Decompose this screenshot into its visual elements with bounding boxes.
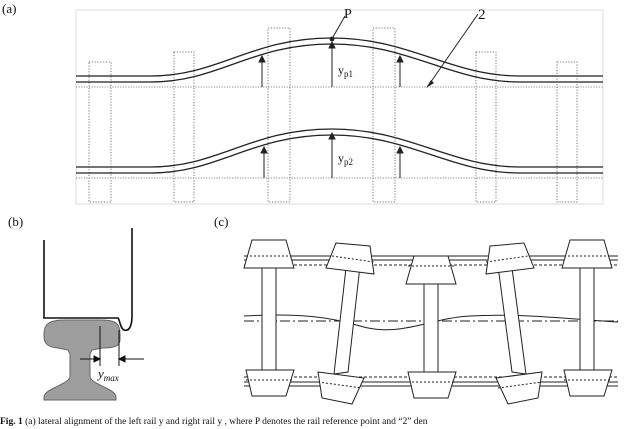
sleeper bbox=[267, 27, 291, 203]
panel-b-rail-profile: ymax bbox=[43, 228, 144, 401]
sleeper bbox=[88, 61, 112, 203]
ref-2-label: 2 bbox=[478, 7, 486, 23]
ref-2-pointer-line bbox=[427, 13, 479, 87]
rail-profile bbox=[43, 319, 121, 401]
wheelset bbox=[405, 255, 457, 399]
reference-point-marker bbox=[329, 36, 335, 42]
y-p2-label: yp2 bbox=[338, 151, 353, 167]
wheelset bbox=[485, 242, 543, 405]
panel-b-label: (b) bbox=[8, 214, 24, 229]
point-p-label: P bbox=[344, 7, 352, 22]
figure-caption: Fig. 1 (a) lateral alignment of the left… bbox=[0, 416, 640, 429]
wheelset bbox=[561, 239, 613, 397]
sleeper bbox=[372, 27, 396, 203]
caption-text: (a) lateral alignment of the left rail y… bbox=[25, 417, 428, 427]
displacement-arrows-bottom bbox=[260, 131, 404, 178]
ref-2-arrowhead bbox=[426, 80, 434, 88]
panel-a-label: (a) bbox=[2, 1, 17, 16]
p-pointer-line bbox=[332, 15, 346, 38]
ymax-dimension-arrows bbox=[80, 355, 144, 363]
panel-c-label: (c) bbox=[214, 214, 229, 229]
caption-figure-label: Fig. 1 bbox=[0, 417, 23, 427]
wheelset bbox=[317, 242, 375, 405]
panel-c-wheelset-diagram bbox=[243, 239, 619, 405]
sleepers-a bbox=[88, 27, 578, 203]
sleeper bbox=[475, 51, 497, 203]
panel-a-track-diagram: P 2 yp1 yp2 bbox=[75, 7, 604, 205]
wheel-flange-outline bbox=[43, 228, 133, 332]
y-p1-label: yp1 bbox=[338, 63, 353, 79]
wheelset bbox=[243, 239, 295, 397]
sleeper bbox=[173, 51, 195, 203]
displacement-arrows-top bbox=[258, 40, 404, 87]
ymax-label: ymax bbox=[96, 366, 119, 383]
sleeper bbox=[556, 61, 578, 203]
